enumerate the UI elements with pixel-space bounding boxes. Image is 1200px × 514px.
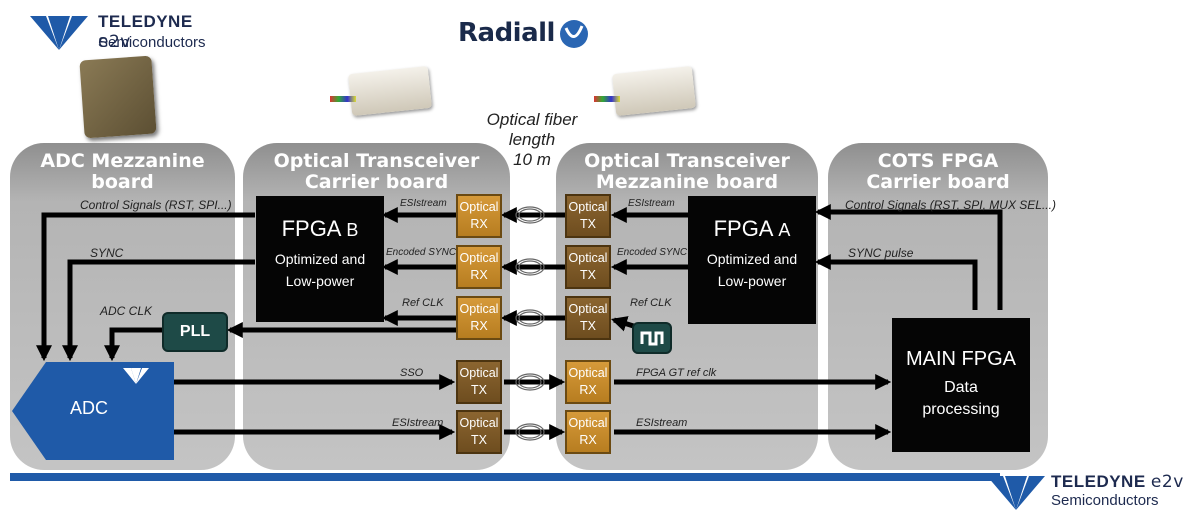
radiall-name: Radiall <box>458 18 555 48</box>
label-sync-left: SYNC <box>90 246 124 260</box>
teledyne-name: TELEDYNE e2v <box>1051 472 1184 492</box>
label-refclk-a: Ref CLK <box>630 297 672 309</box>
transceiver-photo-left <box>330 65 442 126</box>
board-title: Optical Transceiver Carrier board <box>273 150 480 193</box>
label-control-right: Control Signals (RST, SPI, MUX SEL...) <box>845 198 1056 212</box>
label-fpga-gt: FPGA GT ref clk <box>636 367 717 379</box>
board-title: ADC Mezzanine board <box>40 150 205 193</box>
bottom-bar <box>10 473 1000 481</box>
label-encsync-a: Encoded SYNC <box>617 247 688 258</box>
teledyne-sub: Semiconductors <box>1051 492 1159 509</box>
clock-source-icon <box>632 322 672 354</box>
label-sso: SSO <box>400 367 424 379</box>
label-esistream-bottom-left: ESIstream <box>392 417 444 429</box>
board-title: COTS FPGA Carrier board <box>866 150 1010 193</box>
label-refclk-b: Ref CLK <box>402 297 444 309</box>
adc-block: ADC <box>12 362 174 460</box>
teledyne-sunburst-icon <box>987 476 1045 510</box>
label-esistream-b: ESIstream <box>400 198 447 209</box>
fiber-line3: 10 m <box>513 150 551 169</box>
teledyne-name: TELEDYNE e2v <box>98 12 193 52</box>
fiber-line2: length <box>508 130 556 149</box>
label-esistream-bottom-right: ESIstream <box>636 417 688 429</box>
label-encsync-b: Encoded SYNC <box>386 247 457 258</box>
fiber-label: Optical fiber length 10 m <box>478 110 586 170</box>
transceiver-photo-right <box>592 65 704 126</box>
radiall-mark-icon <box>560 20 588 48</box>
label-control-left: Control Signals (RST, SPI...) <box>80 198 232 212</box>
label-adc-clk: ADC CLK <box>100 304 153 318</box>
label-esistream-a: ESIstream <box>628 198 675 209</box>
pll-block: PLL <box>162 312 228 352</box>
fpga-a-title: FPGA A <box>713 216 791 241</box>
fpga-b-title: FPGA B <box>281 216 359 241</box>
teledyne-sunburst-icon <box>30 16 88 50</box>
teledyne-sub: Semiconductors <box>98 34 206 51</box>
label-sync-pulse: SYNC pulse <box>848 246 914 260</box>
board-title: Optical Transceiver Mezzanine board <box>584 150 790 193</box>
fiber-line1: Optical fiber <box>486 110 578 129</box>
adc-label: ADC <box>70 398 109 418</box>
main-fpga-title: MAIN FPGA <box>905 348 1016 370</box>
